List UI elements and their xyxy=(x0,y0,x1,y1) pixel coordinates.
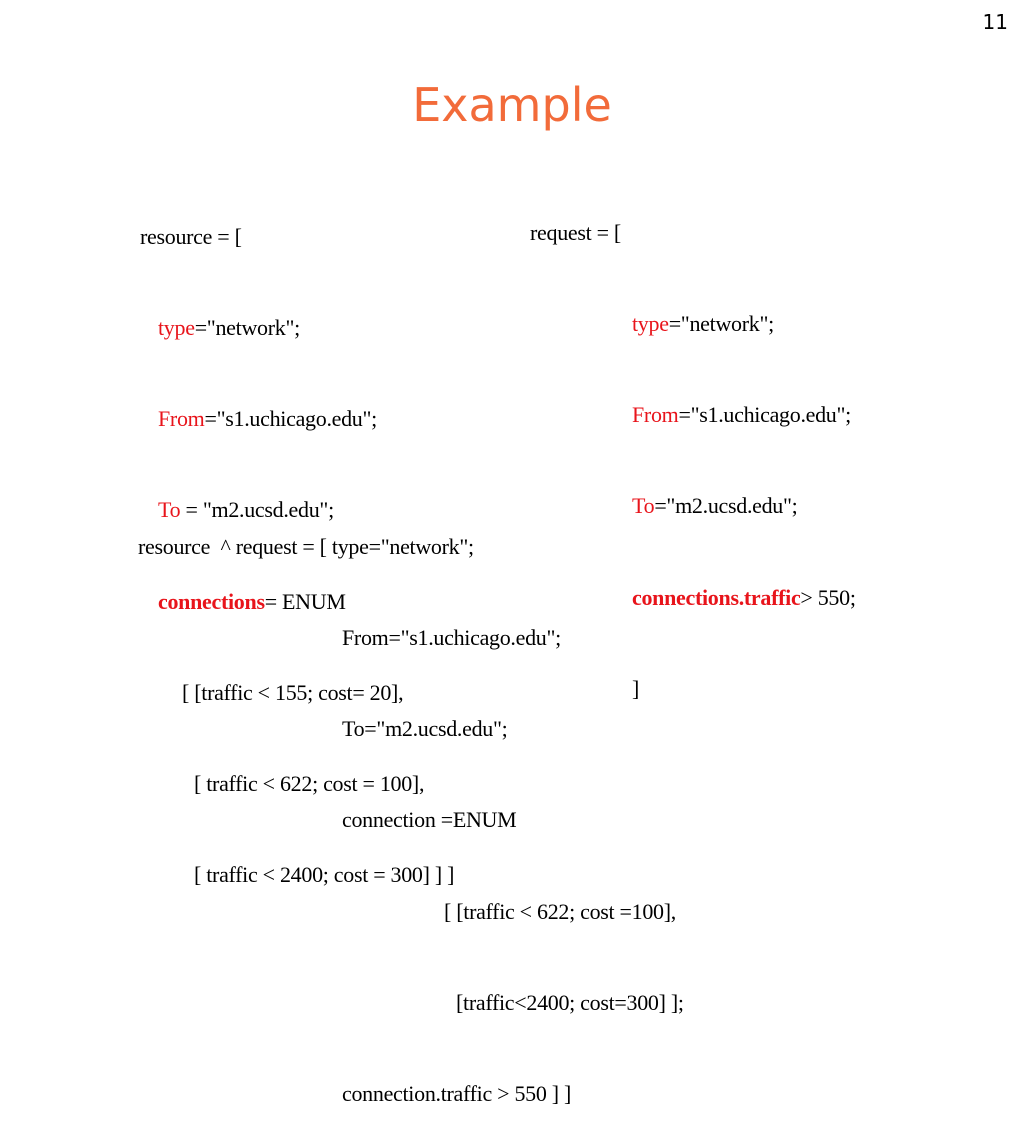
resource-from-line: From="s1.uchicago.edu"; xyxy=(140,404,454,434)
result-line-7: connection.traffic > 550 ] ] xyxy=(342,1081,572,1107)
request-to-value: ="m2.ucsd.edu"; xyxy=(654,493,798,519)
resource-connections-value: = ENUM xyxy=(264,588,346,614)
request-connections-keyword: connections.traffic xyxy=(632,584,801,610)
resource-enum-line-1: [ [traffic < 155; cost= 20], xyxy=(182,679,404,705)
request-open-line: request = [ xyxy=(530,219,621,245)
resource-connections-line: connections= ENUM xyxy=(140,587,454,617)
result-code-block: resource ^ request = [ type="network"; F… xyxy=(138,471,684,1140)
result-line-3: To="m2.ucsd.edu"; xyxy=(342,716,508,742)
slide-title: Example xyxy=(412,78,612,132)
resource-type-line: type="network"; xyxy=(140,313,454,343)
result-line-1-rest: type="network"; xyxy=(331,533,474,559)
request-to-keyword: To xyxy=(632,493,655,519)
slide-number: 11 xyxy=(982,10,1008,34)
resource-type-value: ="network"; xyxy=(194,315,301,341)
request-type-value: ="network"; xyxy=(668,311,775,337)
request-from-line: From="s1.uchicago.edu"; xyxy=(530,400,856,430)
resource-from-keyword: From xyxy=(158,406,205,432)
resource-type-keyword: type xyxy=(158,315,195,341)
resource-to-value: = "m2.ucsd.edu"; xyxy=(180,497,335,523)
resource-from-value: ="s1.uchicago.edu"; xyxy=(204,406,377,432)
request-to-line: To="m2.ucsd.edu"; xyxy=(530,491,856,521)
request-type-line: type="network"; xyxy=(530,309,856,339)
result-line-2: From="s1.uchicago.edu"; xyxy=(342,625,561,651)
result-line-4: connection =ENUM xyxy=(342,807,517,833)
request-code-block: request = [ type="network"; From="s1.uch… xyxy=(530,157,856,735)
result-line-6: [traffic<2400; cost=300] ]; xyxy=(456,989,684,1015)
resource-connections-keyword: connections xyxy=(158,588,265,614)
result-line-5: [ [traffic < 622; cost =100], xyxy=(444,898,676,924)
result-line-1-prefix: resource ^ request = [ xyxy=(138,533,332,559)
request-from-value: ="s1.uchicago.edu"; xyxy=(678,402,851,428)
result-line-1: resource ^ request = [ type="network"; xyxy=(138,532,684,562)
request-connections-value: > 550; xyxy=(800,584,856,610)
request-connections-line: connections.traffic> 550; xyxy=(530,583,856,613)
request-type-keyword: type xyxy=(632,311,669,337)
request-from-keyword: From xyxy=(632,402,679,428)
request-close-line: ] xyxy=(632,675,640,701)
resource-to-keyword: To xyxy=(158,497,181,523)
resource-open-line: resource = [ xyxy=(140,223,242,249)
resource-to-line: To = "m2.ucsd.edu"; xyxy=(140,495,454,525)
